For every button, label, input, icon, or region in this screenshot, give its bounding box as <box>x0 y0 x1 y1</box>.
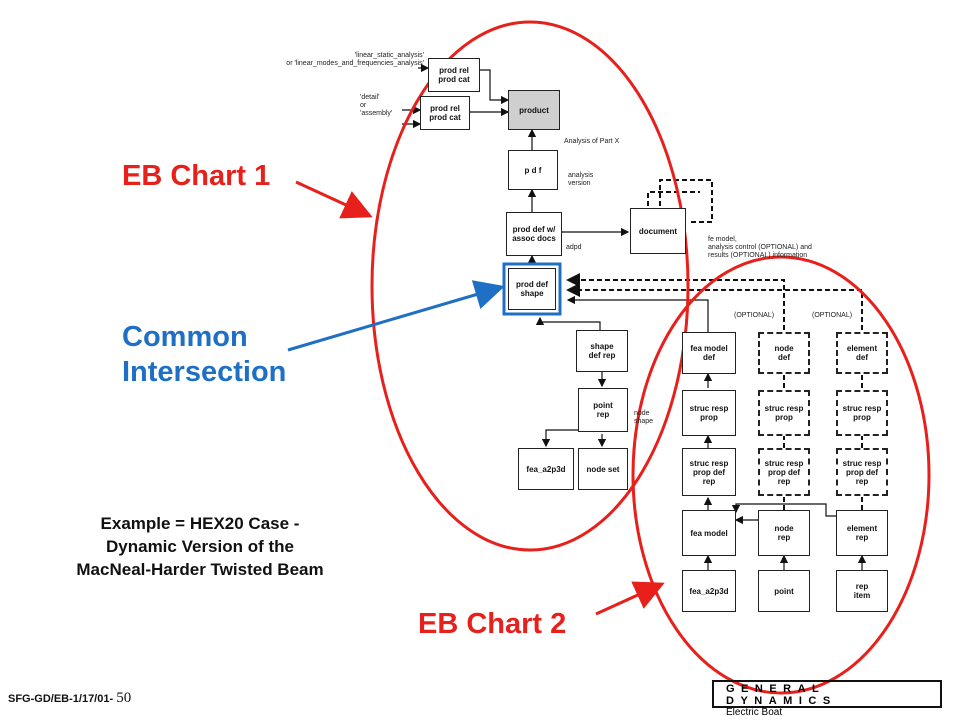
optional-label-1: (OPTIONAL) <box>734 312 775 319</box>
element-def-box: element def <box>836 332 888 374</box>
struc-resp-prop-def-rep-box-3: struc resp prop def rep <box>836 448 888 496</box>
fea-a2p3d-box-1: fea_a2p3d <box>518 448 574 490</box>
pdf-box: p d f <box>508 150 558 190</box>
prod-def-shape-box: prod def shape <box>508 268 556 310</box>
eb-chart-1-ellipse <box>370 20 690 552</box>
rep-item-box: rep item <box>836 570 888 612</box>
adpd-note: adpd <box>566 244 582 251</box>
product-box: product <box>508 90 560 130</box>
fea-a2p3d-box-2: fea_a2p3d <box>682 570 736 612</box>
point-box: point <box>758 570 810 612</box>
optional-label-2: (OPTIONAL) <box>812 312 853 319</box>
fea-model-def-box: fea model def <box>682 332 736 374</box>
fe-model-info-note: fe model, analysis control (OPTIONAL) an… <box>708 236 812 259</box>
element-rep-box: element rep <box>836 510 888 556</box>
struc-resp-prop-box-1: struc resp prop <box>682 390 736 436</box>
struc-resp-prop-box-2: struc resp prop <box>758 390 810 436</box>
eb-chart-1-pointer <box>295 180 373 219</box>
common-intersection-pointer <box>287 280 505 352</box>
node-def-box: node def <box>758 332 810 374</box>
node-set-box: node set <box>578 448 628 490</box>
footer: SFG-GD/EB-1/17/01- 50 <box>8 690 131 707</box>
eb-chart-1-label: EB Chart 1 <box>122 160 271 192</box>
eb-chart-2-label: EB Chart 2 <box>418 608 567 640</box>
eb-chart-2-ellipse <box>631 255 931 695</box>
analysis-of-part-note: Analysis of Part X <box>564 138 620 145</box>
logo-sub-text: Electric Boat <box>726 707 783 718</box>
common-intersection-label: Common Intersection <box>122 321 287 388</box>
prod-rel-prod-cat-box-1: prod rel prod cat <box>428 58 480 92</box>
page-number: 50 <box>116 690 132 706</box>
fea-model-box: fea model <box>682 510 736 556</box>
node-shape-note: node shape <box>634 410 654 425</box>
struc-resp-prop-def-rep-box-1: struc resp prop def rep <box>682 448 736 496</box>
shape-def-rep-box: shape def rep <box>576 330 628 372</box>
prod-def-assoc-docs-box: prod def w/ assoc docs <box>506 212 562 256</box>
analysis-version-note: analysis version <box>568 172 594 187</box>
example-caption: Example = HEX20 Case - Dynamic Version o… <box>76 514 324 579</box>
detail-assembly-note: 'detail' or 'assembly' <box>360 94 393 117</box>
prod-rel-prod-cat-box-2: prod rel prod cat <box>420 96 470 130</box>
analysis-type-note: 'linear_static_analysis' or 'linear_mode… <box>286 52 424 67</box>
general-dynamics-logo: GENERAL DYNAMICS Electric Boat <box>712 680 942 718</box>
logo-main-text: GENERAL DYNAMICS <box>726 683 837 707</box>
struc-resp-prop-box-3: struc resp prop <box>836 390 888 436</box>
node-rep-box: node rep <box>758 510 810 556</box>
footer-doc-id: SFG-GD/EB-1/17/01- <box>8 693 114 705</box>
eb-chart-2-pointer <box>595 581 665 616</box>
document-box: document <box>630 208 686 254</box>
struc-resp-prop-def-rep-box-2: struc resp prop def rep <box>758 448 810 496</box>
point-rep-box: point rep <box>578 388 628 432</box>
